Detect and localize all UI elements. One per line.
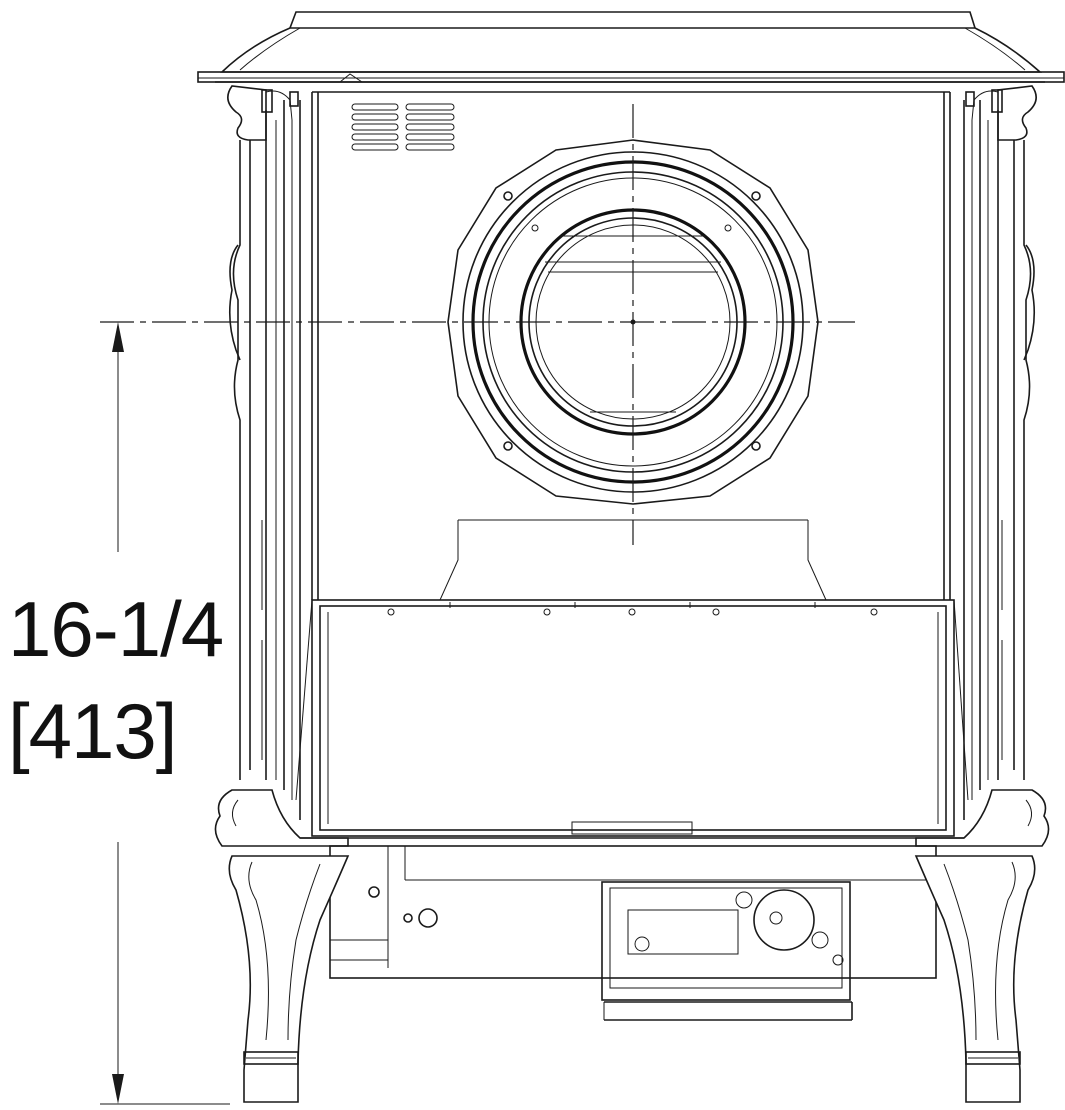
left-leg [228, 855, 350, 1103]
dimension-label-imperial: 16-1/4 [8, 585, 224, 673]
control-box [329, 845, 937, 1021]
dimension-arrowhead-bottom [112, 1074, 124, 1104]
lower-panel [295, 599, 969, 837]
right-leg [914, 855, 1036, 1103]
left-side-post [227, 85, 301, 820]
stove-top-lid [197, 11, 1065, 83]
back-panel [311, 91, 951, 601]
dimension-arrowhead-top [112, 322, 124, 352]
flue-collar [100, 104, 855, 545]
dimension-label-metric: [413] [8, 687, 177, 775]
height-dimension-line [100, 322, 230, 1105]
base-moulding [214, 789, 1050, 847]
right-side-post [963, 85, 1037, 820]
